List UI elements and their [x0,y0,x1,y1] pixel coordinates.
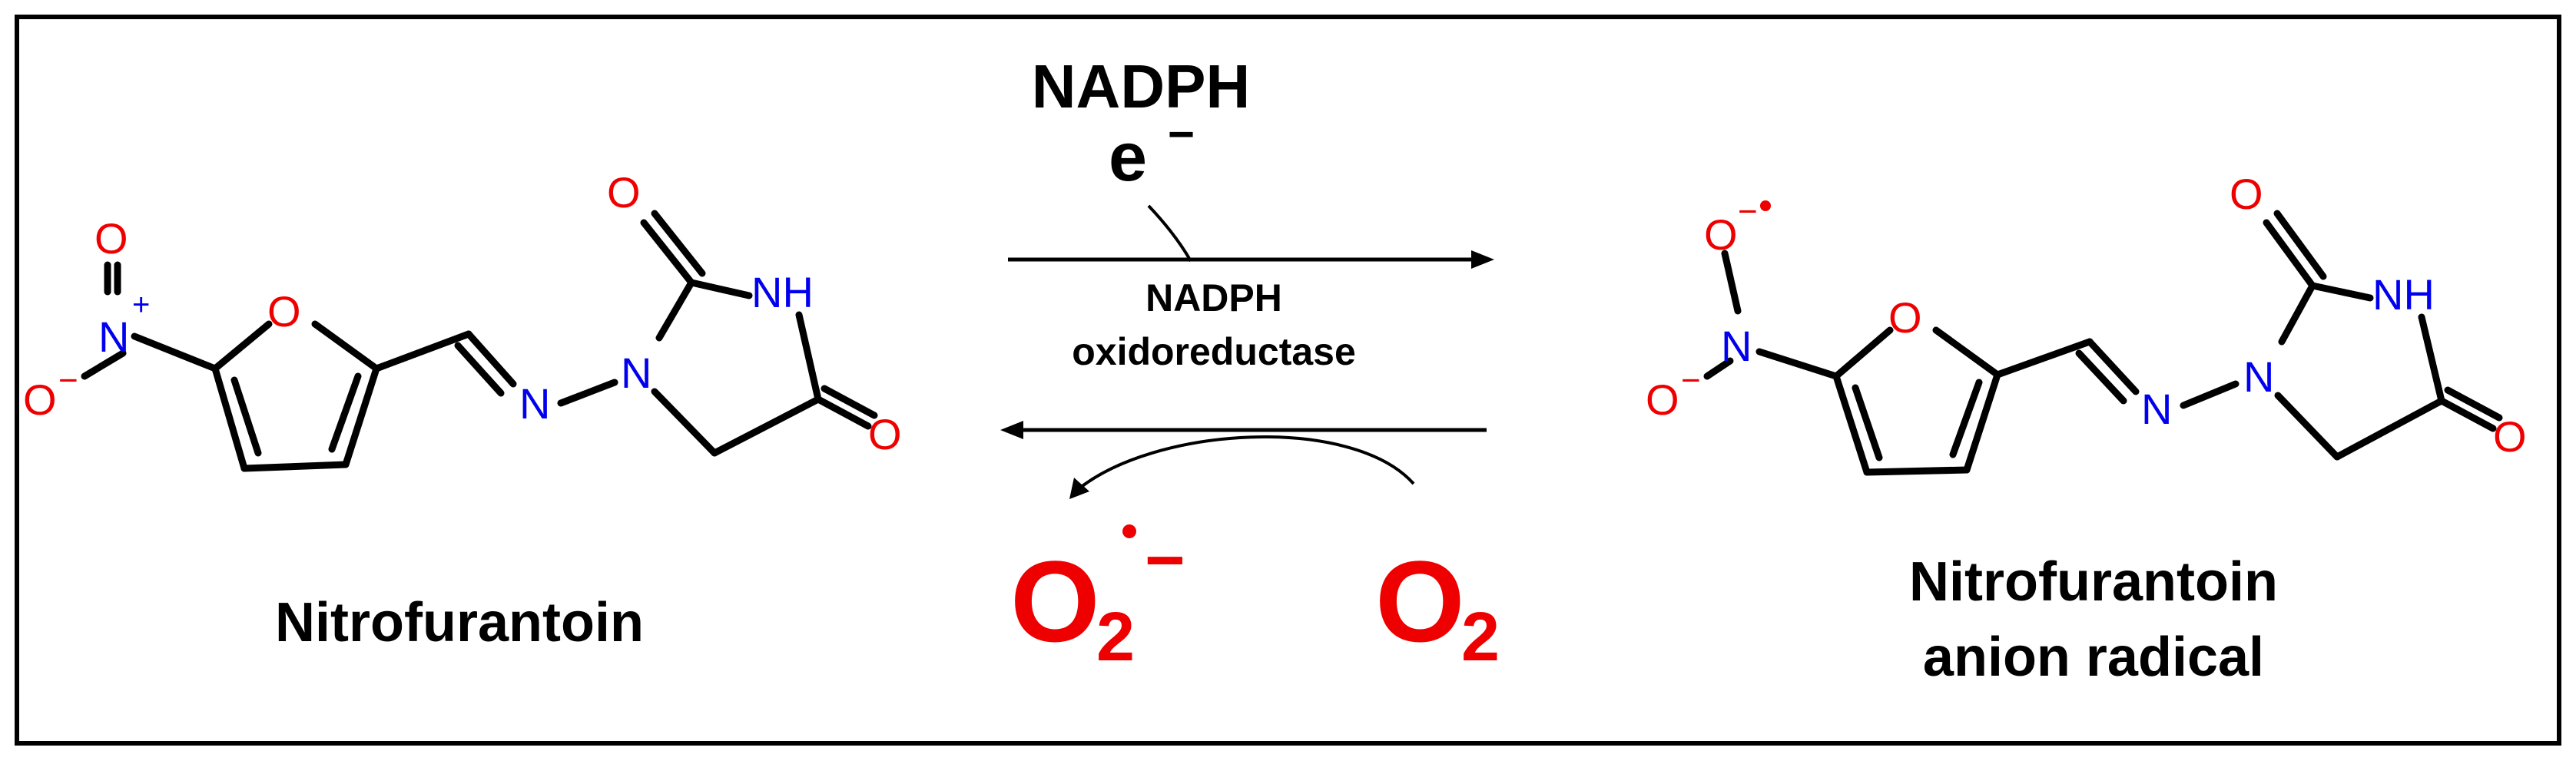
enzyme-label-line2: oxidoreductase [1072,330,1356,373]
right-nitro-o-top: O [1704,210,1738,259]
left-imine-n: N [519,379,550,428]
right-molecule-atoms: O − N O − O N N O NH O [1646,170,2527,461]
right-molecule [1703,210,2503,476]
electron-charge: − [1168,108,1195,160]
left-nitro-o-top: O [94,214,128,263]
left-nh: NH [751,268,814,316]
right-imine-n: N [2141,385,2172,433]
left-nitro-o-left-charge: − [58,362,78,399]
superoxide-label: O 2 − [1010,522,1185,676]
right-radical-dot [1760,200,1771,211]
left-nitro-n-charge: + [132,288,150,322]
right-nitro-o-left-charge: − [1681,362,1701,399]
right-ring-n: N [2243,352,2274,401]
oxygen-sub: 2 [1461,599,1500,676]
right-molecule-name-line1: Nitrofurantoin [1909,551,2278,613]
diagram-frame [15,15,2561,746]
right-nh: NH [2372,270,2435,319]
forward-arrow-head [1471,250,1494,269]
right-furan-o: O [1888,293,1922,342]
oxygen-label: O 2 [1375,537,1500,676]
left-ring-n: N [621,349,651,397]
right-carbonyl-o-right: O [2493,412,2527,461]
left-nitro-o-left: O [23,375,57,424]
left-molecule-atoms: O N + O − O N N O NH O [23,168,902,458]
superoxide-charge: − [1145,522,1185,599]
right-molecule-name-line2: anion radical [1923,627,2264,688]
right-nitro-o-left: O [1646,375,1679,424]
right-nitro-n: N [1721,322,1752,370]
electron-label: e [1109,119,1147,196]
electron-curve-arrow [1147,204,1192,262]
oxygen-curve-arrow [1074,435,1415,493]
reverse-arrow-head [1000,421,1023,439]
right-carbonyl-o-top: O [2230,170,2263,218]
oxygen-curve-arrow-head [1069,478,1089,499]
left-nitro-n: N [98,313,129,361]
cofactor-label: NADPH [1032,52,1250,121]
oxygen-base: O [1375,537,1465,666]
enzyme-label-line1: NADPH [1145,276,1282,319]
left-molecule-name: Nitrofurantoin [275,592,644,653]
left-carbonyl-o-right: O [868,410,902,458]
left-molecule [81,210,878,472]
superoxide-radical-dot [1122,524,1136,538]
left-furan-o: O [267,287,301,336]
right-nitro-o-top-charge: − [1738,193,1758,230]
superoxide-sub: 2 [1096,599,1135,676]
superoxide-base: O [1010,537,1100,666]
left-carbonyl-o-top: O [607,168,641,217]
